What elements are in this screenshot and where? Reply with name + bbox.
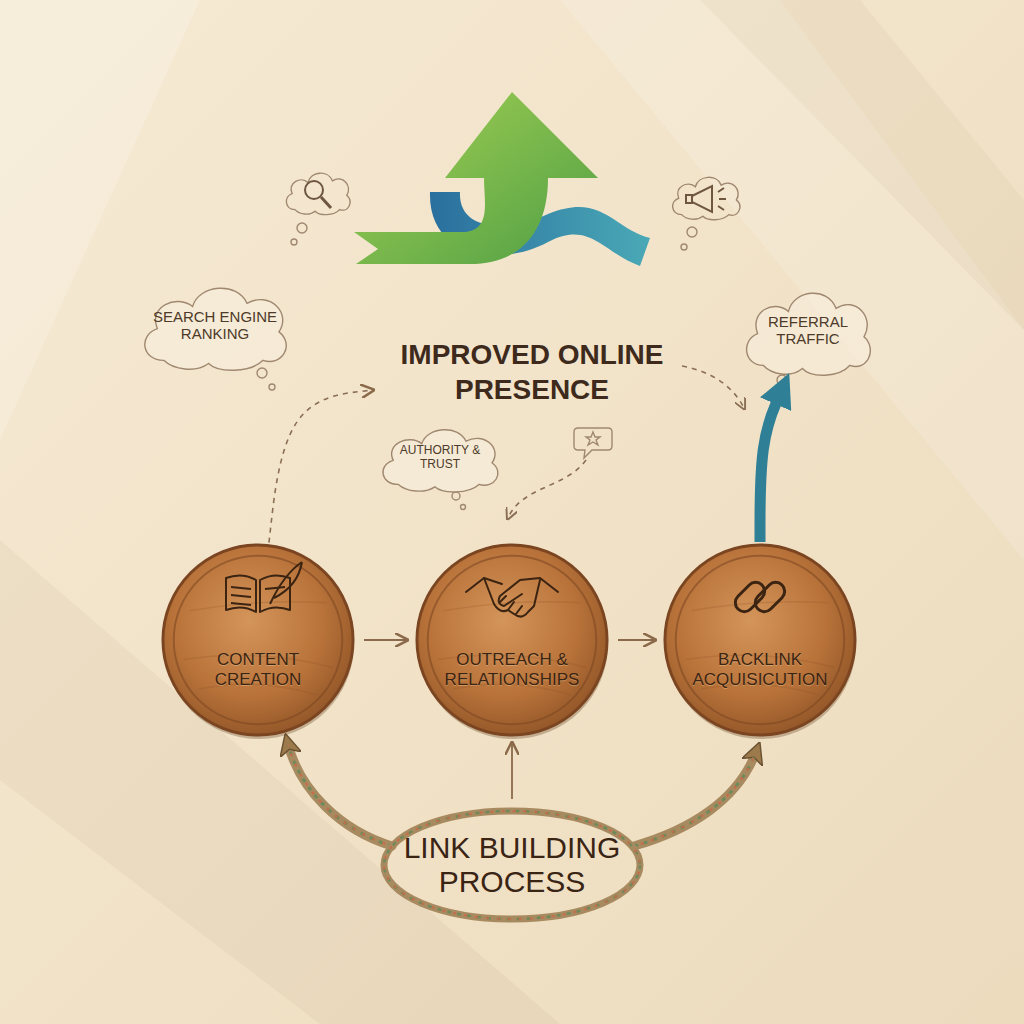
thought-dot [461,505,466,510]
rope-ring [384,811,640,919]
node-label: SEARCH ENGINE RANKING [150,308,280,343]
benefit-cloud: AUTHORITY & TRUST [375,422,505,494]
thought-dot [777,375,787,385]
disc-rim [428,556,597,725]
cloud-shape [383,430,498,492]
search-icon-cloud [286,173,350,214]
handshake-symbol [466,578,558,617]
rope-strand [634,752,756,846]
node-texts: SEARCH ENGINE RANKING [150,308,280,343]
chain-link [752,579,789,616]
fingers [500,596,522,614]
chain-link [732,579,769,616]
growth-arrow-icon [354,92,650,266]
book-page [226,575,256,612]
cloud-shape [145,288,286,370]
rope-loop-label: LINK BUILDING PROCESS [377,805,647,925]
thought-dot [291,239,297,245]
megaphone-grip [686,195,692,203]
connector-arrow [511,744,513,799]
node-label: IMPROVED ONLINE PRESENCE [372,337,692,407]
benefit-cloud: SEARCH ENGINE RANKING [135,278,295,373]
wood-grain [189,602,326,611]
rope-strand [634,752,756,846]
node-texts: BACKLINK ACQUISICUTION [680,650,840,689]
node-texts: OUTREACH & RELATIONSHIPS [432,650,592,689]
book-quill-symbol [226,562,302,612]
megaphone-symbol [686,186,726,212]
wood-grain [691,602,828,611]
rope-strand [288,744,392,846]
connector-arrow [269,390,372,542]
star-speech-bubble [574,428,612,458]
disc-face [665,545,855,735]
arm [499,578,558,606]
connector-arrow [364,639,406,641]
node-texts: AUTHORITY & TRUST [395,444,485,472]
dashed-leader [682,366,744,408]
rope-strand [384,811,640,919]
disc-rim [174,556,343,725]
light-band [560,0,1024,560]
magnifier-symbol [305,181,331,208]
megaphone-icon-cloud [673,177,740,220]
cloud-shape [747,293,871,375]
chain-link-symbol [732,579,789,616]
thought-dot [257,368,267,378]
thought-dot [681,244,687,250]
light-band [0,0,200,440]
thought-dot [269,384,275,390]
process-disc: CONTENT CREATION [160,542,356,738]
disc-face [163,545,353,735]
rope-strand [384,811,640,919]
node-label: BACKLINK ACQUISICUTION [680,650,840,689]
star-symbol [586,432,600,445]
hands [484,578,540,617]
flow-arrow [760,395,780,542]
thought-dot [687,227,697,237]
goal-heading: IMPROVED ONLINE PRESENCE [372,332,692,412]
sound-lines [718,188,726,210]
magnifier-lens [305,181,323,199]
rope-arm [634,752,756,846]
node-texts: IMPROVED ONLINE PRESENCE [372,337,692,407]
thought-dot [771,391,777,397]
node-texts: CONTENT CREATION [178,650,338,689]
shadow-band [700,0,1024,330]
node-label: CONTENT CREATION [178,650,338,689]
rope-arm [288,744,392,846]
node-label: OUTREACH & RELATIONSHIPS [432,650,592,689]
wooden-disc [414,542,610,738]
icon-clouds [257,173,787,509]
wooden-disc [662,542,858,738]
book-lines [231,587,285,605]
wood-grain [443,602,580,611]
node-texts: LINK BUILDING PROCESS [392,831,632,900]
dashed-leader [508,460,586,518]
thought-dot [297,223,307,233]
node-label: REFERRAL TRAFFIC [758,313,858,348]
disc-rim [676,556,845,725]
green-ribbon-arrow [354,92,598,264]
node-texts: REFERRAL TRAFFIC [758,313,858,348]
rope-strand [288,744,392,846]
wooden-disc [160,542,356,738]
quill [270,562,302,604]
magnifier-handle [321,197,331,208]
connector-arrow [618,639,654,641]
node-label: LINK BUILDING PROCESS [392,831,632,900]
disc-face [417,545,607,735]
book-page [260,575,290,612]
process-disc: BACKLINK ACQUISICUTION [662,542,858,738]
process-disc: OUTREACH & RELATIONSHIPS [414,542,610,738]
arm [466,578,502,592]
node-label: AUTHORITY & TRUST [395,444,485,472]
thought-dot [452,492,460,500]
megaphone-cone [692,186,712,212]
benefit-cloud: REFERRAL TRAFFIC [738,283,878,378]
